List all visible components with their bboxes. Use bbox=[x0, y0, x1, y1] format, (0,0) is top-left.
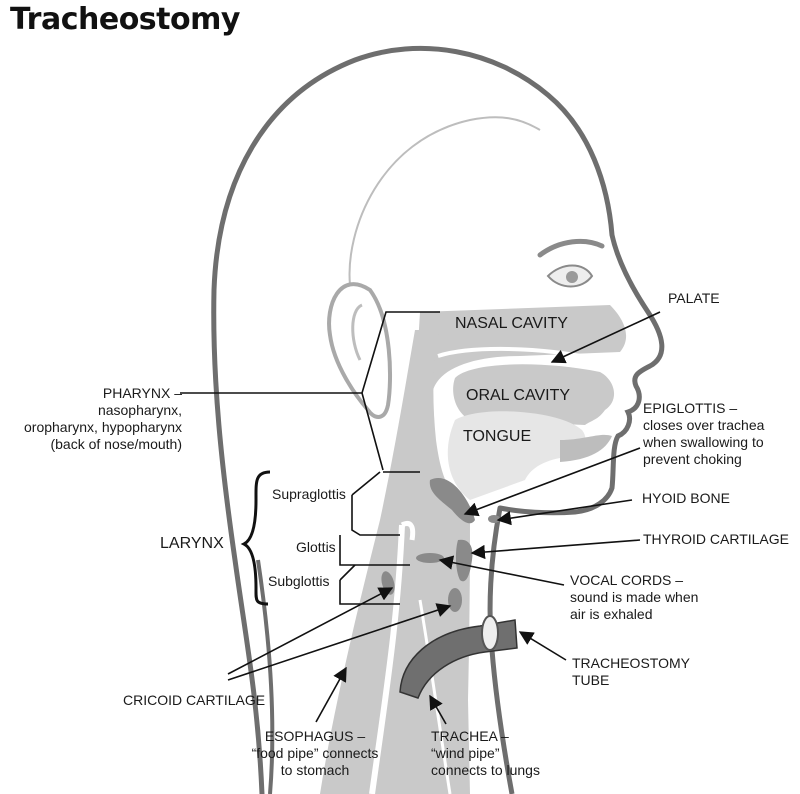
epiglottis-arrow bbox=[463, 447, 641, 517]
tube-line-1: TRACHEOSTOMY bbox=[572, 655, 690, 671]
tongue-label: TONGUE bbox=[463, 428, 532, 445]
palate-arrow bbox=[550, 311, 661, 364]
vocal-cords-shape bbox=[416, 553, 444, 563]
cricoid-shape-2 bbox=[448, 588, 462, 612]
nasal-cavity-label: NASAL CAVITY bbox=[455, 315, 568, 332]
epiglottis-line-1: EPIGLOTTIS – bbox=[643, 400, 738, 416]
supraglottis-label: Supraglottis bbox=[272, 486, 346, 502]
vocal-cords-line-3: air is exhaled bbox=[570, 606, 653, 622]
epiglottis-line-2: closes over trachea bbox=[643, 417, 765, 433]
esophagus-line-2: “food pipe” connects bbox=[251, 745, 379, 761]
hyoid-arrow bbox=[496, 499, 633, 526]
thyroid-cartilage-shape bbox=[455, 539, 473, 582]
palate-label: PALATE bbox=[668, 290, 720, 306]
tube-arrow bbox=[518, 631, 567, 661]
eyebrow bbox=[537, 238, 605, 258]
esophagus-wall bbox=[369, 524, 405, 794]
lower-lip bbox=[560, 434, 612, 462]
esophagus-arrow bbox=[315, 666, 347, 723]
cricoid-arrow-2 bbox=[227, 603, 452, 681]
epiglottis-line-3: when swallowing to bbox=[643, 434, 764, 450]
cricoid-cartilage-label: CRICOID CARTILAGE bbox=[123, 692, 266, 708]
cricoid-arrow-1 bbox=[227, 587, 394, 675]
larynx-brace bbox=[240, 470, 271, 606]
neck-back bbox=[256, 559, 275, 794]
tracheostomy-tube-label: TRACHEOSTOMY TUBE bbox=[572, 655, 690, 689]
epiglottis-line-4: prevent choking bbox=[643, 451, 742, 467]
trachea-line-3: connects to lungs bbox=[431, 762, 540, 778]
hyoid-bone-shape bbox=[488, 515, 500, 523]
subglottis-label: Subglottis bbox=[268, 573, 330, 589]
vocal-cords-line-1: VOCAL CORDS – bbox=[570, 572, 684, 588]
pharynx-line-3: oropharynx, hypopharynx bbox=[24, 419, 182, 435]
palate bbox=[437, 346, 601, 362]
thyroid-cartilage-label: THYROID CARTILAGE bbox=[643, 531, 789, 547]
esophagus-label: ESOPHAGUS – “food pipe” connects to stom… bbox=[245, 728, 385, 779]
hairline bbox=[348, 116, 541, 286]
vocal-cords-label: VOCAL CORDS – sound is made when air is … bbox=[570, 572, 698, 623]
glottis-label: Glottis bbox=[296, 539, 336, 555]
trachea-line-1: TRACHEA – bbox=[431, 728, 509, 744]
epiglottis-label: EPIGLOTTIS – closes over trachea when sw… bbox=[643, 400, 764, 468]
tube-flange bbox=[481, 615, 499, 651]
pharynx-line-1: PHARYNX – bbox=[102, 385, 182, 401]
thyroid-arrow bbox=[470, 539, 641, 560]
vocal-cords-arrow bbox=[438, 555, 565, 586]
trachea-arrow bbox=[429, 694, 447, 725]
diagram-title: Tracheostomy bbox=[10, 2, 240, 37]
head-outline bbox=[211, 45, 665, 794]
pharynx-label: PHARYNX – nasopharynx, oropharynx, hypop… bbox=[10, 385, 182, 453]
pharynx-line-4: (back of nose/mouth) bbox=[50, 436, 182, 452]
hyoid-bone-label: HYOID BONE bbox=[642, 490, 730, 506]
pharynx-line-2: nasopharynx, bbox=[97, 402, 182, 418]
esophagus-line-1: ESOPHAGUS – bbox=[264, 728, 366, 744]
esophagus-line-3: to stomach bbox=[280, 762, 350, 778]
ear bbox=[327, 282, 392, 419]
oral-cavity-label: ORAL CAVITY bbox=[466, 387, 571, 404]
trachea-label: TRACHEA – “wind pipe” connects to lungs bbox=[431, 728, 540, 779]
larynx-label: LARYNX bbox=[160, 535, 224, 552]
trachea-line-2: “wind pipe” bbox=[431, 745, 500, 761]
tube-line-2: TUBE bbox=[572, 672, 610, 688]
tongue-region bbox=[447, 411, 586, 500]
oral-cavity-region bbox=[453, 364, 615, 425]
vocal-cords-line-2: sound is made when bbox=[570, 589, 699, 605]
